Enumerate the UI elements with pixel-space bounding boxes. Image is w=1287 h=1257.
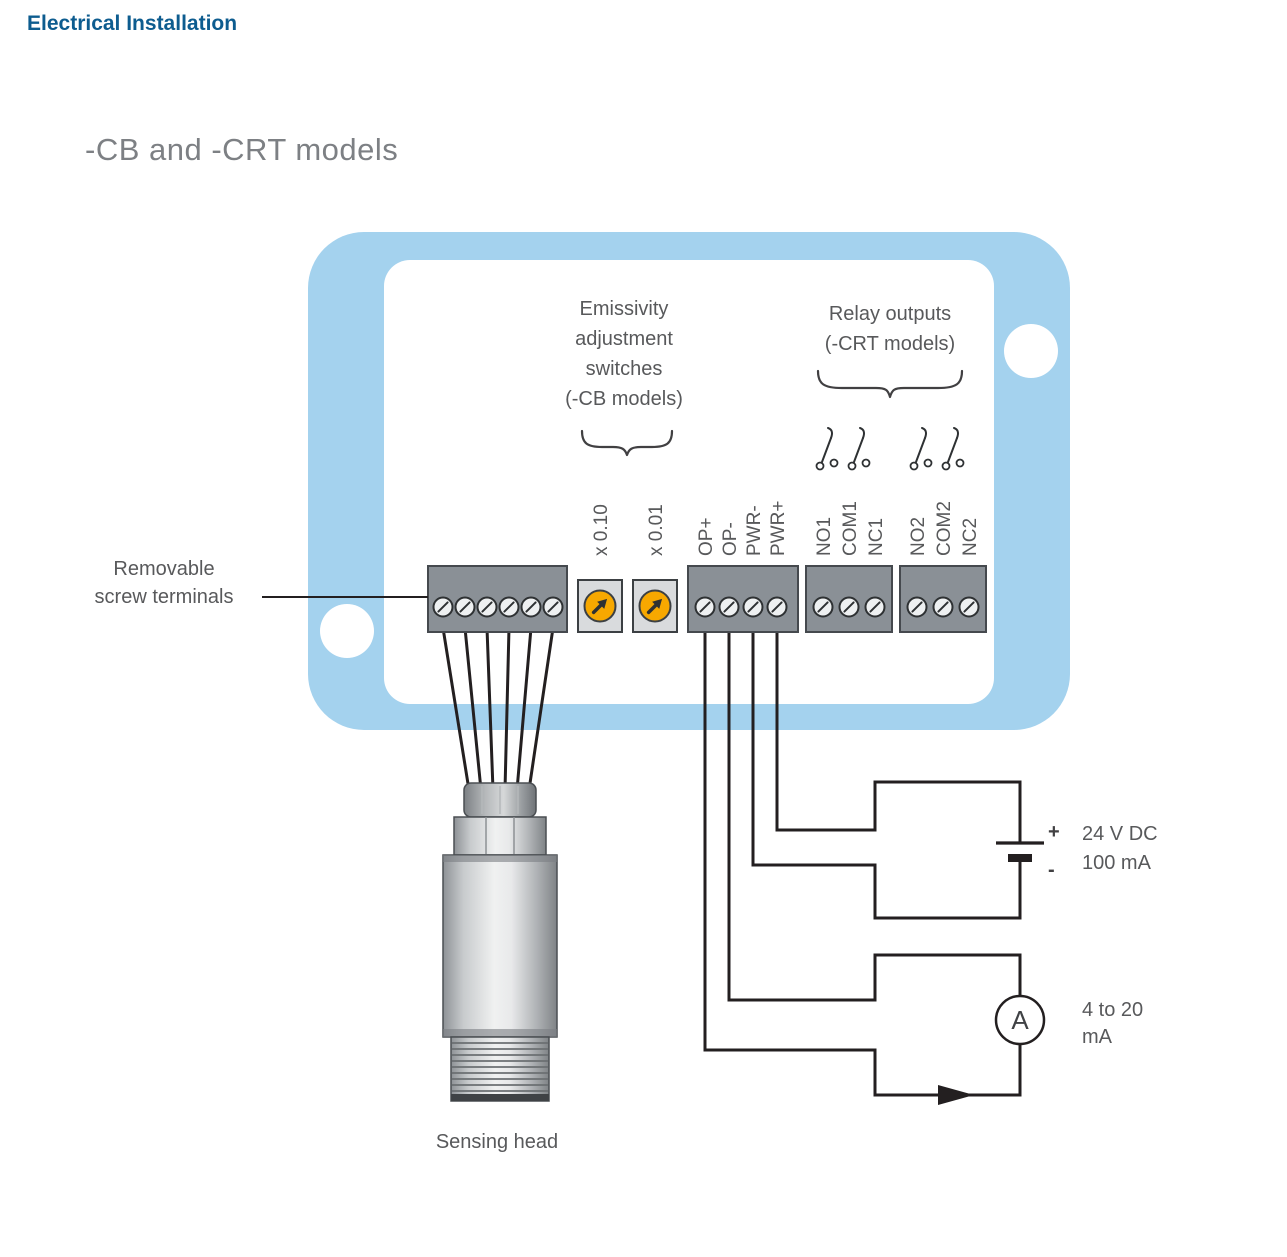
terminal-labels: x 0.10 x 0.01 OP+ OP- PWR- PWR+ NO1 COM1… <box>591 501 981 556</box>
section-heading: -CB and -CRT models <box>85 132 399 167</box>
battery-symbol: + - 24 V DC 100 mA <box>996 821 1158 881</box>
wire-op-minus <box>727 624 1022 1002</box>
sensing-head: Sensing head <box>436 782 558 1153</box>
mounting-hole-top-right <box>1004 324 1058 378</box>
device-frame <box>308 232 1070 730</box>
relay-contact-symbols <box>815 427 965 471</box>
cb-brace <box>580 429 674 457</box>
emissivity-switch-x001 <box>632 579 678 633</box>
crt-brace <box>816 369 964 399</box>
battery-plus-sign: + <box>1048 821 1060 843</box>
mounting-hole-bottom-left <box>320 604 374 658</box>
battery-current-label: 100 mA <box>1082 852 1152 874</box>
relay-contact-symbol <box>909 427 933 471</box>
relay-contact-symbol <box>847 427 871 471</box>
page-title: Electrical Installation <box>27 12 238 35</box>
sensing-head-label: Sensing head <box>436 1131 558 1153</box>
sensor-body <box>442 854 558 1038</box>
relay-label-line2: (-CRT models) <box>825 333 955 355</box>
label-op-minus: OP- <box>720 522 741 556</box>
screw-terminals <box>432 596 564 618</box>
relay-label-line1: Relay outputs <box>829 303 951 325</box>
switch-arrow-icon <box>646 598 663 615</box>
sensor-wire <box>441 626 471 792</box>
removable-label-line2: screw terminals <box>95 586 234 608</box>
annotation-texts: Emissivity adjustment switches (-CB mode… <box>95 298 956 608</box>
ammeter: A 4 to 20 mA <box>994 994 1143 1048</box>
emissivity-label-line4: (-CB models) <box>565 388 683 410</box>
label-x001: x 0.01 <box>646 504 667 556</box>
relay-contact-symbol <box>815 427 839 471</box>
battery-minus-sign: - <box>1048 859 1055 881</box>
wire-op-plus <box>703 624 1022 1097</box>
ammeter-circle <box>994 994 1046 1046</box>
sensor-wire <box>503 626 511 792</box>
emissivity-label-line1: Emissivity <box>580 298 669 320</box>
thread-lines <box>452 1042 548 1092</box>
frame-interior <box>384 260 994 704</box>
meter-unit-label: mA <box>1082 1026 1113 1048</box>
main-terminal-block <box>427 565 568 633</box>
emissivity-label-line2: adjustment <box>575 328 673 350</box>
sensor-wires <box>441 626 555 792</box>
wire-pwr-minus <box>751 624 1022 920</box>
label-op-plus: OP+ <box>696 517 717 556</box>
relay-contact-symbol <box>941 427 965 471</box>
label-com2: COM2 <box>934 501 955 556</box>
emissivity-switch-x010 <box>577 579 623 633</box>
current-direction-arrow <box>938 1085 974 1105</box>
wire-pwr-plus <box>775 624 1022 842</box>
body-top-rim <box>443 855 557 862</box>
switch-arrow-icon <box>591 598 608 615</box>
output-wires <box>703 624 1022 1105</box>
removable-label-line1: Removable <box>113 558 214 580</box>
sensor-wire <box>485 626 495 792</box>
sensor-wire <box>463 626 483 792</box>
label-nc2: NC2 <box>960 518 981 556</box>
label-com1: COM1 <box>840 501 861 556</box>
ammeter-letter: A <box>1011 1005 1029 1035</box>
battery-voltage-label: 24 V DC <box>1082 823 1158 845</box>
emissivity-label-line3: switches <box>586 358 663 380</box>
relay2-terminal-block <box>899 565 987 633</box>
relay1-terminal-block <box>805 565 893 633</box>
terminal-block-body <box>427 565 568 633</box>
label-pwr-plus: PWR+ <box>768 501 789 556</box>
label-no1: NO1 <box>814 517 835 556</box>
meter-range-label: 4 to 20 <box>1082 999 1143 1021</box>
sensor-wire <box>515 626 533 792</box>
lens-opening <box>451 1094 549 1101</box>
io-terminal-block <box>687 565 799 633</box>
label-x010: x 0.10 <box>591 504 612 556</box>
hex-nut <box>453 816 547 856</box>
label-no2: NO2 <box>908 517 929 556</box>
label-nc1: NC1 <box>866 518 887 556</box>
body-bottom-rim <box>443 1029 557 1037</box>
sensor-wire <box>527 626 555 792</box>
label-pwr-minus: PWR- <box>744 505 765 556</box>
